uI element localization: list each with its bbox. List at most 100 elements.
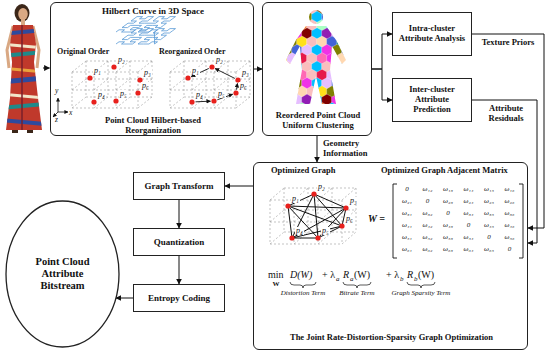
cluster-cell <box>277 53 288 65</box>
matrix-entry: ω₅₆ <box>505 234 515 241</box>
point-label: p₅ <box>217 90 226 98</box>
cluster-cell <box>342 28 353 40</box>
cluster-cell <box>277 86 288 98</box>
cluster-cell <box>347 19 358 31</box>
point-label: p₃ <box>349 197 358 205</box>
cluster-cell <box>347 53 358 65</box>
point-label: p₄ <box>295 227 304 235</box>
connector <box>372 69 392 100</box>
graph-edge <box>288 206 346 208</box>
clustered-silhouette <box>277 3 363 115</box>
cluster-cell <box>282 61 293 73</box>
point-label: p₃ <box>241 69 250 77</box>
formula-term: (W) <box>354 270 370 280</box>
node-text: Point Cloud Hilbert-based Reorganization <box>91 116 215 136</box>
clustering-panel: Reordered Point Cloud Uniform Clustering <box>262 2 372 136</box>
lattice-line <box>270 200 342 201</box>
process-box: Intra-cluster Attribute Analysis <box>392 12 472 56</box>
point-dot <box>113 98 118 103</box>
term-caption: Graph Sparsity Term <box>392 290 451 297</box>
node-title: Optimized Graph <box>271 166 335 176</box>
axis-line <box>58 98 59 112</box>
matrix-entry: ω₆₁ <box>402 246 412 253</box>
cluster-cell <box>327 3 338 15</box>
edge-label: Attribute Residuals <box>478 104 534 124</box>
lattice-line <box>72 108 138 109</box>
point-dot <box>185 75 190 80</box>
formula-subscript: a <box>336 276 340 283</box>
cluster-cell <box>277 19 288 31</box>
underbraces <box>290 282 435 288</box>
term-caption: Bitrate Term <box>339 290 374 297</box>
connector <box>116 298 133 299</box>
point-dot <box>87 75 92 80</box>
point-dot <box>135 90 140 95</box>
underbrace <box>343 282 371 288</box>
lattice-line <box>342 232 356 244</box>
lattice-line <box>236 97 250 108</box>
graph-edge <box>292 238 318 239</box>
cluster-cell <box>322 94 333 106</box>
point-dot <box>211 98 216 103</box>
lattice-line <box>356 188 357 232</box>
matrix-brackets <box>393 184 523 258</box>
connector <box>254 69 262 70</box>
matrix-entry: 0 <box>405 186 409 193</box>
graph-edge <box>292 208 346 238</box>
cluster-cell <box>287 86 298 98</box>
formula-term: (W) <box>418 270 434 280</box>
point-dot <box>315 235 320 240</box>
lattice-line <box>270 210 284 222</box>
process-box: Inter-cluster Attribute Prediction <box>392 78 472 122</box>
cluster-cell <box>347 69 358 81</box>
node-title: Inter-cluster Attribute Prediction <box>396 85 468 114</box>
matrix-entry: ω₅₂ <box>423 234 433 241</box>
matrix-bracket <box>519 184 523 258</box>
axis-line <box>58 112 68 113</box>
connector <box>225 186 253 187</box>
point-label: p₁ <box>191 67 200 75</box>
cluster-cell <box>332 11 343 23</box>
person-figure <box>0 4 45 134</box>
cluster-cell <box>292 94 303 106</box>
lattice-line <box>170 72 236 73</box>
cluster-cell <box>277 3 288 15</box>
matrix-entry: ω₁₂ <box>423 186 433 193</box>
matrix-symbol: W = <box>368 214 385 224</box>
matrix-entry: ω₃₁ <box>402 210 412 217</box>
input-arrow <box>43 68 50 69</box>
formula-subscript: W <box>273 281 280 288</box>
person-shoe <box>27 130 33 133</box>
process-box: Quantization <box>133 228 225 256</box>
matrix-entry: ω₆₅ <box>484 246 494 253</box>
node-text: Reorganized Order <box>159 47 225 56</box>
matrix-entry: ω₂₅ <box>484 198 494 205</box>
hilbert-path <box>116 17 176 44</box>
matrix-entry: ω₄₁ <box>402 222 412 229</box>
connector <box>317 136 318 162</box>
cluster-cell <box>312 94 323 106</box>
point-dot <box>339 223 344 228</box>
point-label: p₆ <box>345 215 354 223</box>
lattice-line <box>94 79 108 90</box>
lattice-line <box>72 61 86 72</box>
lattice-line <box>214 79 228 90</box>
cluster-cell <box>337 3 348 15</box>
matrix-entry: ω₆₄ <box>464 246 474 253</box>
process-box: Graph Transform <box>133 172 225 200</box>
point-label: p₂ <box>215 56 224 64</box>
hilbert-curve <box>116 17 176 44</box>
point-label: p₅ <box>119 90 128 98</box>
cluster-cell <box>282 11 293 23</box>
cluster-cell <box>287 3 298 15</box>
matrix-entry: ω₅₃ <box>443 234 453 241</box>
axes <box>53 98 68 117</box>
matrix-entry: 0 <box>446 210 450 217</box>
lattice-line <box>332 188 333 232</box>
node-title: Intra-cluster Attribute Analysis <box>396 24 468 44</box>
order-arrow <box>236 83 238 89</box>
point-label: p₃ <box>143 69 152 77</box>
node-title: Quantization <box>154 237 205 247</box>
point-label: p₆ <box>239 82 248 90</box>
